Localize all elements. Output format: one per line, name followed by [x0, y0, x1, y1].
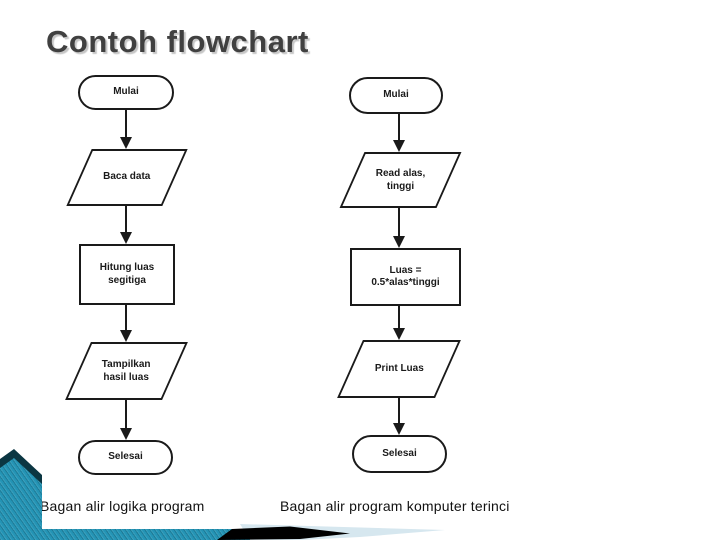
- arrowhead-icon: [393, 423, 405, 435]
- connector-line: [125, 206, 127, 232]
- arrowhead-icon: [393, 236, 405, 248]
- node-label: Mulai: [383, 89, 409, 101]
- node-label: Selesai: [382, 447, 417, 459]
- node-label: Mulai: [113, 86, 139, 98]
- flowchart-node-io-read-alas: Read alas, tinggi: [339, 152, 462, 208]
- flowchart-node-io-baca-data: Baca data: [66, 149, 188, 206]
- node-label: Print Luas: [374, 362, 424, 374]
- arrowhead-icon: [393, 140, 405, 152]
- arrowhead-icon: [120, 330, 132, 342]
- node-label: Selesai: [108, 451, 143, 463]
- flowchart-node-terminator-mulai: Mulai: [349, 77, 443, 114]
- arrowhead-icon: [393, 328, 405, 340]
- node-label: Hitung luas segitiga: [99, 262, 155, 286]
- bottom-black-swoosh: [217, 526, 350, 540]
- arrowhead-icon: [120, 428, 132, 440]
- flowchart-node-terminator-mulai: Mulai: [78, 75, 174, 110]
- flowchart-node-terminator-selesai: Selesai: [78, 440, 173, 475]
- connector-line: [125, 305, 127, 330]
- connector-line: [398, 398, 400, 423]
- connector-line: [398, 208, 400, 236]
- arrowhead-icon: [120, 137, 132, 149]
- corner-wedge-decoration: [0, 448, 42, 540]
- connector-line: [398, 114, 400, 140]
- caption-right: Bagan alir program komputer terinci: [280, 498, 510, 514]
- connector-line: [398, 306, 400, 328]
- flowchart-node-io-tampilkan: Tampilkan hasil luas: [65, 342, 188, 400]
- node-label: Tampilkan hasil luas: [102, 358, 151, 383]
- flowchart-node-io-print-luas: Print Luas: [337, 340, 461, 398]
- node-label: Luas = 0.5*alas*tinggi: [371, 264, 440, 289]
- connector-line: [125, 400, 127, 428]
- node-label: Baca data: [103, 171, 151, 183]
- node-label: Read alas, tinggi: [375, 167, 426, 192]
- arrowhead-icon: [120, 232, 132, 244]
- flowchart-node-terminator-selesai: Selesai: [352, 435, 447, 473]
- caption-left: Bagan alir logika program: [40, 498, 205, 514]
- flowchart-node-process-luas: Luas = 0.5*alas*tinggi: [350, 248, 461, 306]
- page-title: Contoh flowchart: [46, 24, 309, 59]
- bottom-teal-bar: [0, 529, 265, 540]
- connector-line: [125, 110, 127, 138]
- flowchart-node-process-hitung-luas: Hitung luas segitiga: [79, 244, 175, 305]
